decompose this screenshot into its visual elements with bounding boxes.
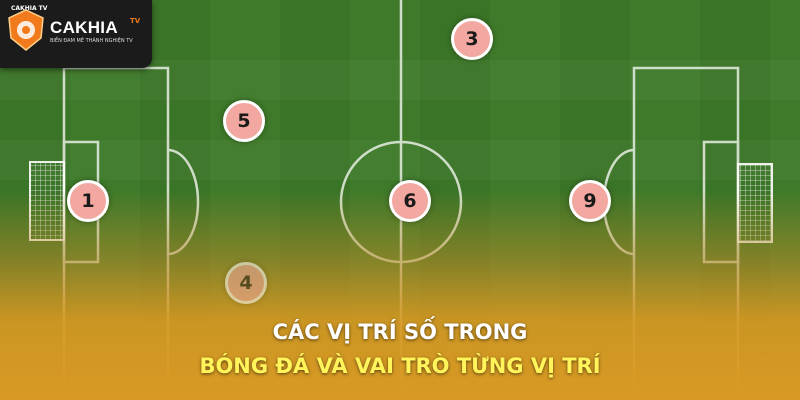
- player-6-badge: 6: [389, 180, 431, 222]
- player-4-badge: 4: [225, 262, 267, 304]
- brand-shield-icon: [8, 9, 44, 51]
- brand-tv-label: TV: [130, 17, 141, 25]
- headline-line-2: BÓNG ĐÁ VÀ VAI TRÒ TỪNG VỊ TRÍ: [199, 354, 601, 378]
- player-1-badge: 1: [67, 180, 109, 222]
- headline-line-1: CÁC VỊ TRÍ SỐ TRONG: [272, 320, 528, 344]
- brand-small-tag: CAKHIA TV: [11, 5, 48, 12]
- player-3-badge: 3: [451, 18, 493, 60]
- brand-logo[interactable]: CAKHIA TV CAKHIA TV BIẾN ĐAM MÊ THÀNH NG…: [0, 0, 152, 68]
- player-9-badge: 9: [569, 180, 611, 222]
- brand-slogan: BIẾN ĐAM MÊ THÀNH NGHIỆN TV: [50, 38, 133, 44]
- player-5-badge: 5: [223, 100, 265, 142]
- brand-name: CAKHIA: [50, 18, 118, 37]
